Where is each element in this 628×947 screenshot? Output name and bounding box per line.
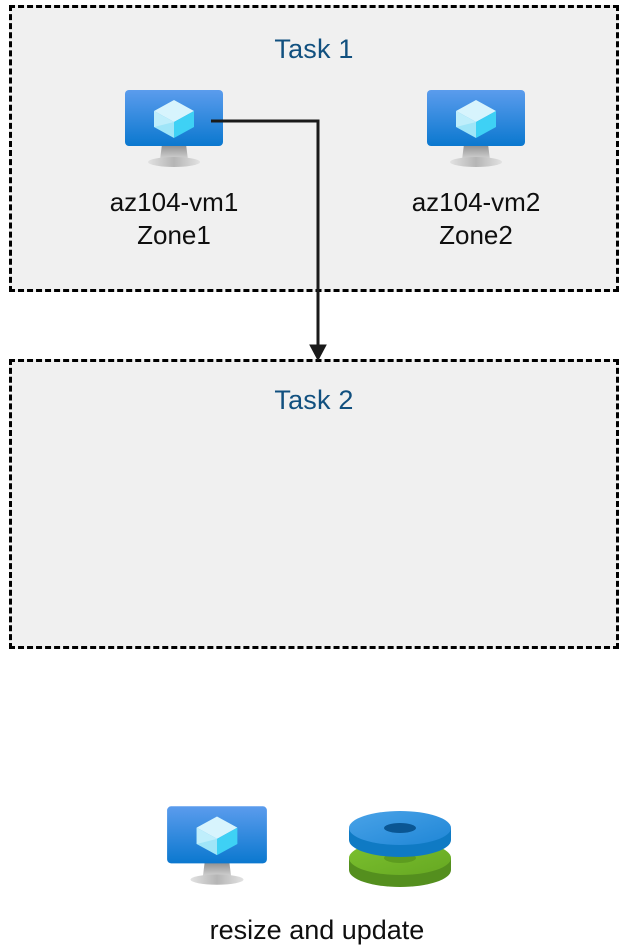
diagram-canvas: Task 1 [9,5,619,945]
task-2-caption: resize and update [209,915,425,945]
node-task2-virtual-machine[interactable] [157,802,277,895]
disks-icon [342,802,457,895]
task-2-container: Task 2 [9,359,619,945]
node-az104-vm2[interactable]: az104-vm2 Zone2 [372,86,580,252]
task-1-title: Task 1 [274,34,354,64]
virtual-machine-icon [70,86,278,177]
node-az104-vm1[interactable]: az104-vm1 Zone1 [70,86,278,252]
connector-arrowhead-icon [309,344,327,362]
node-label-az104-vm1: az104-vm1 Zone1 [109,187,239,250]
task-2-title: Task 2 [274,385,354,415]
virtual-machine-icon [372,86,580,177]
node-managed-disks[interactable] [342,802,457,895]
node-label-az104-vm2: az104-vm2 Zone2 [411,187,541,250]
virtual-machine-icon [157,802,277,895]
task-1-container: Task 1 [9,5,619,292]
